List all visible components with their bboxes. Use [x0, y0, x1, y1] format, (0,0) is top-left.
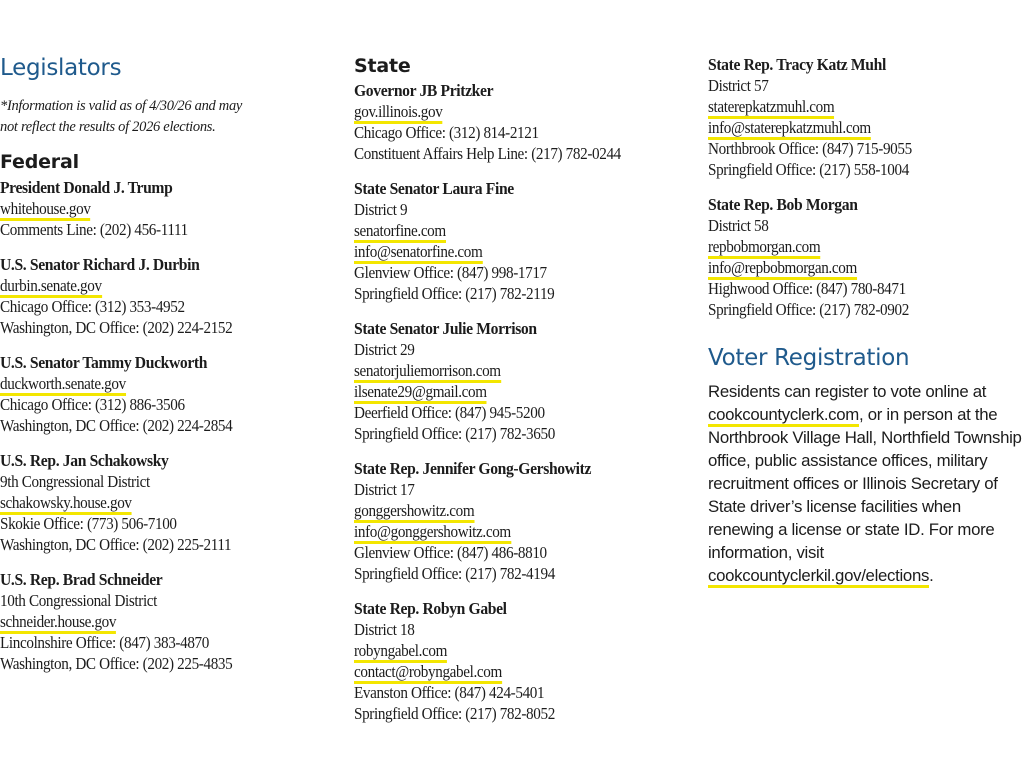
phone-line: Springfield Office: (217) 782-2119: [354, 284, 555, 303]
website-link[interactable]: schakowsky.house.gov: [0, 493, 132, 515]
district-line: 10th Congressional District: [0, 591, 158, 610]
phone-line: Deerfield Office: (847) 945-5200: [354, 403, 545, 422]
district-line: District 18: [354, 620, 415, 639]
phone-line: Springfield Office: (217) 782-3650: [354, 424, 555, 443]
official-name: President Donald J. Trump: [0, 178, 173, 197]
email-link[interactable]: ilsenate29@gmail.com: [354, 382, 487, 404]
official-name: State Rep. Robyn Gabel: [354, 599, 507, 618]
email-link[interactable]: info@repbobmorgan.com: [708, 258, 857, 280]
district-line: 9th Congressional District: [0, 472, 150, 491]
official-name: U.S. Rep. Brad Schneider: [0, 570, 163, 589]
website-link[interactable]: staterepkatzmuhl.com: [708, 97, 835, 119]
federal-entry: U.S. Rep. Brad Schneider 10th Congressio…: [0, 569, 330, 674]
email-link[interactable]: info@gonggershowitz.com: [354, 522, 511, 544]
district-line: District 58: [708, 216, 769, 235]
district-line: District 9: [354, 200, 408, 219]
website-link[interactable]: gonggershowitz.com: [354, 501, 475, 523]
phone-line: Springfield Office: (217) 782-8052: [354, 704, 555, 723]
website-link[interactable]: whitehouse.gov: [0, 199, 91, 221]
phone-line: Chicago Office: (312) 353-4952: [0, 297, 185, 316]
legislators-column: Legislators *Information is valid as of …: [0, 54, 330, 674]
phone-line: Springfield Office: (217) 558-1004: [708, 160, 909, 179]
federal-entry: U.S. Senator Richard J. Durbin durbin.se…: [0, 254, 330, 338]
phone-line: Washington, DC Office: (202) 225-2111: [0, 535, 232, 554]
legislators-title: Legislators: [0, 55, 122, 81]
website-link[interactable]: durbin.senate.gov: [0, 276, 102, 298]
federal-entry: President Donald J. Trump whitehouse.gov…: [0, 177, 330, 240]
phone-line: Chicago Office: (312) 814-2121: [354, 123, 539, 142]
state-heading: State: [354, 55, 411, 77]
state-entry: State Senator Julie Morrison District 29…: [354, 318, 694, 444]
phone-line: Washington, DC Office: (202) 224-2854: [0, 416, 233, 435]
website-link[interactable]: senatorjuliemorrison.com: [354, 361, 501, 383]
official-name: State Senator Laura Fine: [354, 179, 514, 198]
phone-line: Northbrook Office: (847) 715-9055: [708, 139, 912, 158]
official-name: Governor JB Pritzker: [354, 81, 494, 100]
state-entry: State Rep. Jennifer Gong-Gershowitz Dist…: [354, 458, 694, 584]
official-name: State Rep. Bob Morgan: [708, 195, 858, 214]
website-link[interactable]: senatorfine.com: [354, 221, 446, 243]
elections-link[interactable]: cookcountyclerkil.gov/elections: [708, 566, 929, 588]
email-link[interactable]: info@staterepkatzmuhl.com: [708, 118, 871, 140]
district-line: District 29: [354, 340, 415, 359]
phone-line: Evanston Office: (847) 424-5401: [354, 683, 545, 702]
cook-county-clerk-link[interactable]: cookcountyclerk.com: [708, 405, 859, 427]
state-entry: State Rep. Tracy Katz Muhl District 57 s…: [708, 54, 1026, 180]
state-entry: State Rep. Bob Morgan District 58 repbob…: [708, 194, 1026, 320]
phone-line: Glenview Office: (847) 486-8810: [354, 543, 547, 562]
validity-note: *Information is valid as of 4/30/26 and …: [0, 98, 243, 135]
federal-entry: U.S. Rep. Jan Schakowsky 9th Congression…: [0, 450, 330, 555]
official-name: U.S. Rep. Jan Schakowsky: [0, 451, 169, 470]
email-link[interactable]: contact@robyngabel.com: [354, 662, 502, 684]
phone-line: Highwood Office: (847) 780-8471: [708, 279, 906, 298]
phone-line: Washington, DC Office: (202) 225-4835: [0, 654, 233, 673]
official-name: State Rep. Tracy Katz Muhl: [708, 55, 886, 74]
phone-line: Constituent Affairs Help Line: (217) 782…: [354, 144, 621, 163]
phone-line: Chicago Office: (312) 886-3506: [0, 395, 185, 414]
phone-line: Skokie Office: (773) 506-7100: [0, 514, 177, 533]
federal-entry: U.S. Senator Tammy Duckworth duckworth.s…: [0, 352, 330, 436]
state-entry: State Rep. Robyn Gabel District 18 robyn…: [354, 598, 694, 724]
email-link[interactable]: info@senatorfine.com: [354, 242, 483, 264]
voter-registration-text: Residents can register to vote online at…: [708, 380, 1026, 588]
official-name: State Rep. Jennifer Gong-Gershowitz: [354, 459, 592, 478]
phone-line: Springfield Office: (217) 782-0902: [708, 300, 909, 319]
state-entry: Governor JB Pritzker gov.illinois.gov Ch…: [354, 80, 694, 164]
website-link[interactable]: gov.illinois.gov: [354, 102, 443, 124]
phone-line: Springfield Office: (217) 782-4194: [354, 564, 555, 583]
phone-line: Washington, DC Office: (202) 224-2152: [0, 318, 233, 337]
federal-heading: Federal: [0, 151, 79, 173]
phone-line: Comments Line: (202) 456-1111: [0, 220, 188, 239]
official-name: U.S. Senator Richard J. Durbin: [0, 255, 200, 274]
state-entry: State Senator Laura Fine District 9 sena…: [354, 178, 694, 304]
official-name: State Senator Julie Morrison: [354, 319, 537, 338]
website-link[interactable]: robyngabel.com: [354, 641, 447, 663]
website-link[interactable]: duckworth.senate.gov: [0, 374, 126, 396]
phone-line: Glenview Office: (847) 998-1717: [354, 263, 547, 282]
website-link[interactable]: repbobmorgan.com: [708, 237, 821, 259]
district-line: District 17: [354, 480, 415, 499]
official-name: U.S. Senator Tammy Duckworth: [0, 353, 208, 372]
district-line: District 57: [708, 76, 769, 95]
state-column: State Governor JB Pritzker gov.illinois.…: [354, 54, 694, 724]
website-link[interactable]: schneider.house.gov: [0, 612, 116, 634]
phone-line: Lincolnshire Office: (847) 383-4870: [0, 633, 210, 652]
voter-registration-title: Voter Registration: [708, 345, 910, 371]
state-continued-column: State Rep. Tracy Katz Muhl District 57 s…: [708, 54, 1026, 588]
